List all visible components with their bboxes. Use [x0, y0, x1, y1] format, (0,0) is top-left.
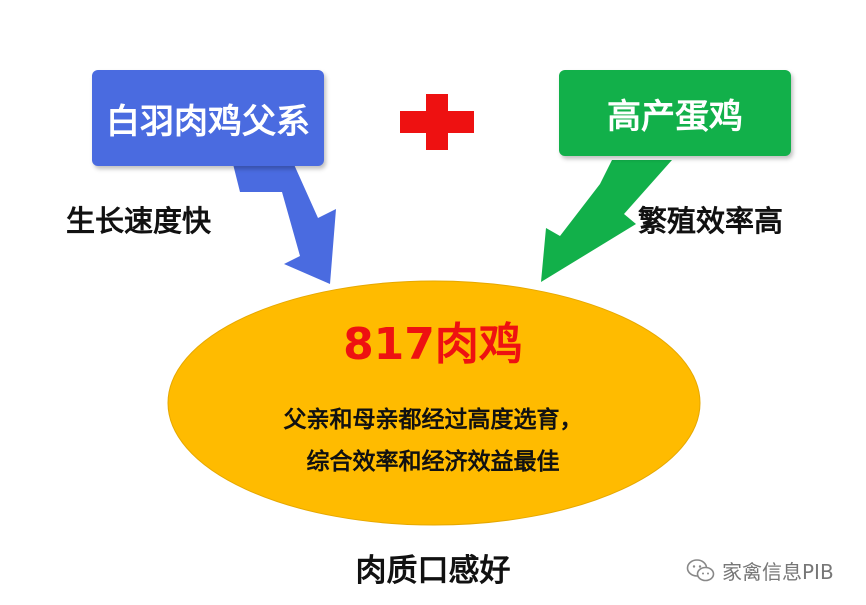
plus-icon [400, 94, 474, 150]
high-yield-layer-box: 高产蛋鸡 [559, 70, 791, 156]
high-reproduction-label: 繁殖效率高 [638, 204, 784, 238]
white-feather-broiler-sire-label: 白羽肉鸡父系 [106, 101, 310, 142]
watermark-text: 家禽信息PIB [722, 560, 834, 584]
wechat-icon [686, 558, 715, 581]
left-arrow [232, 160, 336, 284]
result-title: 817肉鸡 [343, 319, 523, 370]
white-feather-broiler-sire-box: 白羽肉鸡父系 [92, 70, 324, 166]
watermark: 家禽信息PIB [686, 556, 834, 585]
result-description-line2: 综合效率和经济效益最佳 [306, 449, 560, 475]
result-description-line1: 父亲和母亲都经过高度选育， [283, 407, 583, 433]
result-ellipse [167, 280, 701, 526]
fast-growth-label: 生长速度快 [66, 204, 212, 238]
right-arrow [541, 160, 672, 282]
high-yield-layer-label: 高产蛋鸡 [607, 96, 743, 137]
meat-quality-label: 肉质口感好 [355, 553, 511, 589]
